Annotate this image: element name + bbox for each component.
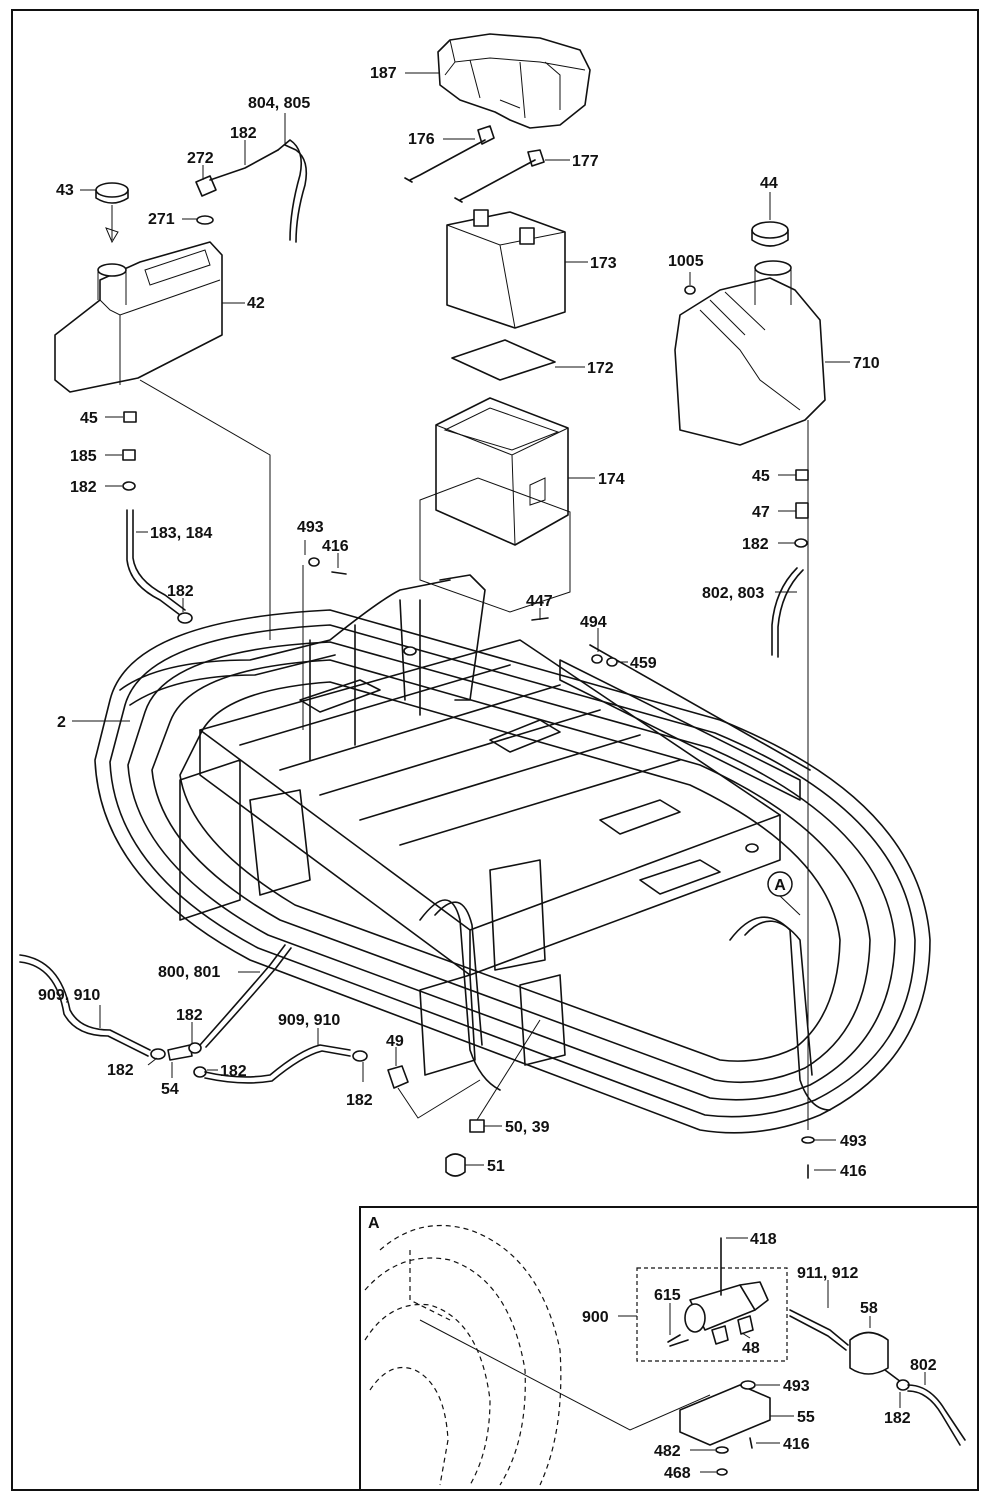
label-900: 900 [582, 1309, 609, 1326]
elbow-49 [387, 1065, 481, 1119]
label-493: 493 [840, 1133, 867, 1150]
label-482: 482 [654, 1443, 681, 1460]
battery-box-174 [435, 397, 569, 546]
label-911-912: 911, 912 [797, 1265, 859, 1282]
label-909-910: 909, 910 [278, 1012, 340, 1029]
label-416: 416 [783, 1436, 810, 1453]
label-177: 177 [572, 153, 599, 170]
label-493: 493 [783, 1378, 810, 1395]
label-182: 182 [346, 1092, 373, 1109]
washer-493 [801, 1136, 815, 1144]
label-804-805: 804, 805 [248, 95, 310, 112]
leader-tank-frame [139, 379, 271, 640]
label-49: 49 [386, 1033, 404, 1050]
svg-text:A: A [774, 877, 786, 894]
label-493: 493 [297, 519, 324, 536]
fuel-tank-42 [54, 241, 223, 393]
fuel-line-183 [122, 411, 193, 624]
screw-416a [331, 571, 347, 575]
label-909-910: 909, 910 [38, 987, 100, 1004]
vent-hose-804 [277, 139, 303, 241]
bumper-51 [445, 1153, 466, 1177]
label-45: 45 [80, 410, 98, 427]
label-187: 187 [370, 65, 397, 82]
label-51: 51 [487, 1158, 505, 1175]
vent-fitting-272 [195, 149, 279, 225]
label-176: 176 [408, 131, 435, 148]
label-182: 182 [167, 583, 194, 600]
label-182: 182 [742, 536, 769, 553]
label-182: 182 [220, 1063, 247, 1080]
label-459: 459 [630, 655, 657, 672]
label-802-803: 802, 803 [702, 585, 764, 602]
label-55: 55 [797, 1409, 815, 1426]
nut-459 [606, 657, 618, 667]
label-54: 54 [161, 1081, 179, 1098]
label-47: 47 [752, 504, 770, 521]
label-802: 802 [910, 1357, 937, 1374]
detail-a-panel: A [359, 1206, 979, 1491]
label-44: 44 [760, 175, 778, 192]
label-416: 416 [322, 538, 349, 555]
fuel-cap-43 [95, 182, 129, 244]
fuel-tank-710 [674, 260, 826, 446]
label-447: 447 [526, 593, 553, 610]
leader-50 [476, 1019, 541, 1121]
fuel-line-802 [771, 469, 809, 658]
label-45: 45 [752, 468, 770, 485]
part-labels: 187 804, 805 182 272 43 271 176 177 44 1… [38, 65, 937, 1482]
washer-493a [308, 557, 320, 567]
label-271: 271 [148, 211, 175, 228]
nut-50 [469, 1119, 485, 1133]
label-182: 182 [230, 125, 257, 142]
battery-173 [446, 209, 566, 329]
label-272: 272 [187, 150, 214, 167]
label-50-39: 50, 39 [505, 1119, 550, 1136]
label-416: 416 [840, 1163, 867, 1180]
label-48: 48 [742, 1340, 760, 1357]
vent-hose-805 [284, 144, 308, 243]
label-182: 182 [107, 1062, 134, 1079]
fuel-line-800 [199, 944, 286, 1046]
battery-tray-plate [419, 477, 571, 613]
label-710: 710 [853, 355, 880, 372]
label-182: 182 [884, 1410, 911, 1427]
battery-cover-187 [437, 33, 591, 129]
label-58: 58 [860, 1300, 878, 1317]
fuel-cap-44 [751, 221, 789, 247]
label-494: 494 [580, 614, 607, 631]
label-182: 182 [176, 1007, 203, 1024]
grommet-1005 [684, 285, 696, 295]
label-174: 174 [598, 471, 625, 488]
battery-cable-176 [404, 125, 545, 203]
label-182: 182 [70, 479, 97, 496]
fuel-line-909 [19, 954, 368, 1084]
label-615: 615 [654, 1287, 681, 1304]
label-1005: 1005 [668, 253, 704, 270]
label-172: 172 [587, 360, 614, 377]
chassis-frame-2 [94, 574, 931, 1134]
detail-callout-a: A [767, 871, 801, 916]
label-42: 42 [247, 295, 265, 312]
label-173: 173 [590, 255, 617, 272]
svg-text:A: A [368, 1215, 380, 1232]
label-43: 43 [56, 182, 74, 199]
washer-494 [591, 654, 603, 664]
label-800-801: 800, 801 [158, 964, 220, 981]
label-418: 418 [750, 1231, 777, 1248]
label-183-184: 183, 184 [150, 525, 212, 542]
battery-mat-172 [451, 339, 556, 381]
label-2: 2 [57, 714, 66, 731]
fuel-line-801 [205, 947, 292, 1048]
label-185: 185 [70, 448, 97, 465]
label-468: 468 [664, 1465, 691, 1482]
